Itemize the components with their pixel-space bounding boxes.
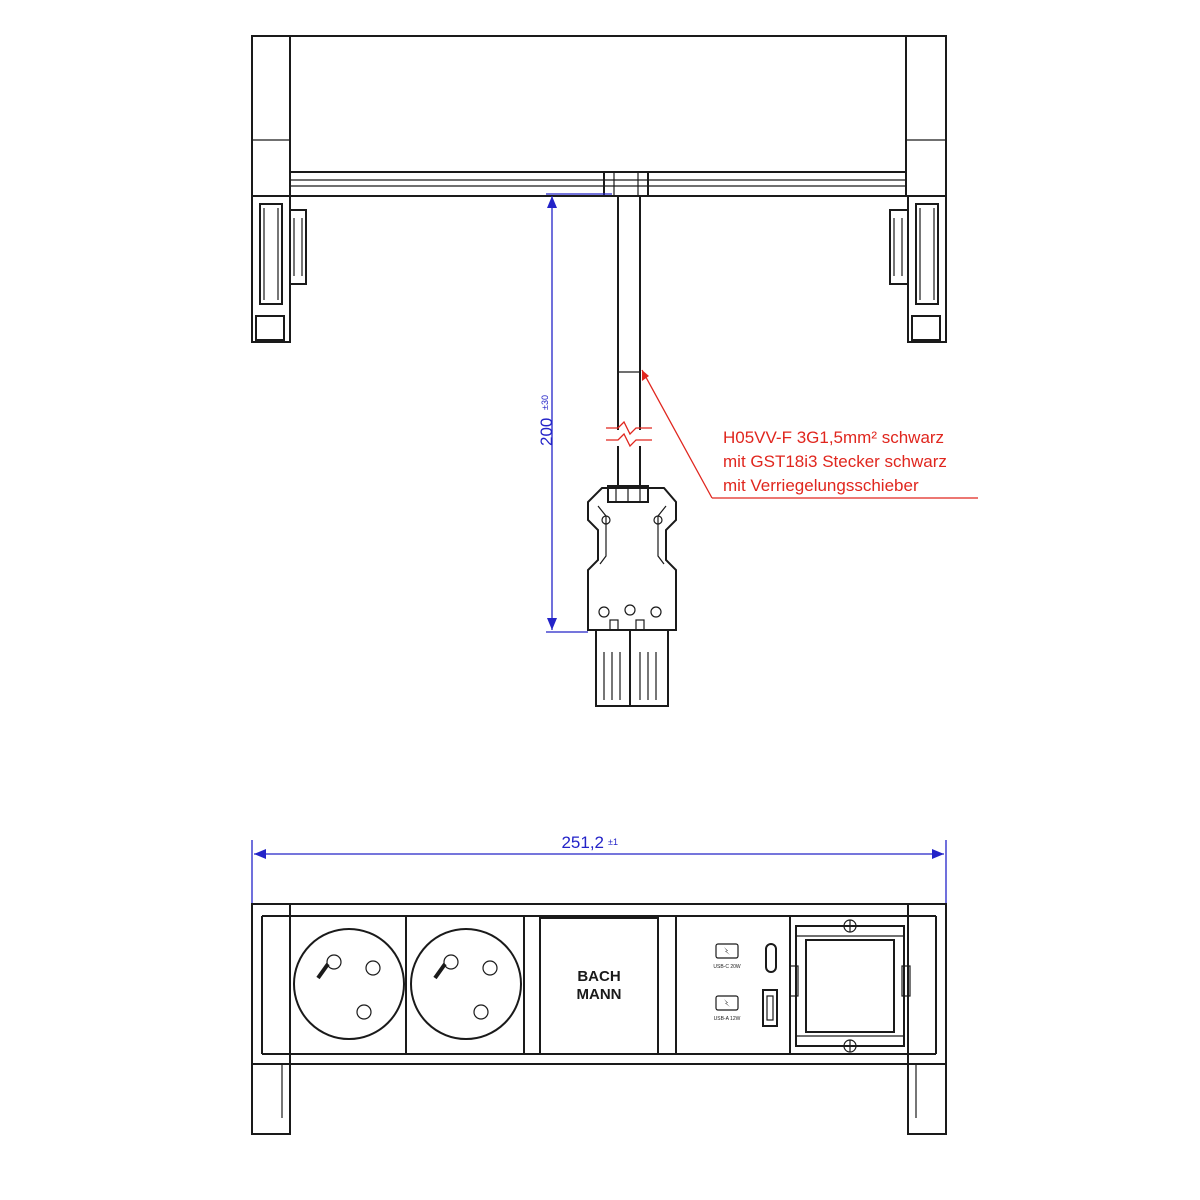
front-view: 251,2 ±1 <box>251 833 947 1135</box>
empty-insert-frame <box>789 919 911 1053</box>
logo-line-2: MANN <box>577 986 622 1003</box>
cable-gland <box>603 171 649 197</box>
usb-c-label: USB-C 20W <box>713 964 741 970</box>
bachmann-logo: BACH MANN <box>577 968 622 1003</box>
left-leg <box>251 1063 291 1135</box>
callout-line-3: mit Verriegelungsschieber <box>723 476 919 495</box>
logo-line-1: BACH <box>577 968 620 985</box>
right-clamp-foot <box>889 195 947 343</box>
overall-width-dimension: 251,2 ±1 <box>251 833 947 904</box>
callout-line-1: H05VV-F 3G1,5mm² schwarz <box>723 428 944 447</box>
top-view: 200 ±30 H05VV-F 3G1,5mm² schwarz mit GST… <box>251 35 978 707</box>
cable-length-dimension: 200 ±30 <box>537 193 612 633</box>
gst18-plug <box>587 485 677 707</box>
cable-length-value: 200 <box>537 418 556 446</box>
usb-a-label: USB-A 12W <box>714 1016 741 1022</box>
right-leg <box>907 1063 947 1135</box>
cable-length-tolerance: ±30 <box>540 395 550 410</box>
socket-1 <box>293 928 405 1040</box>
usb-a-charge-icon <box>715 995 739 1011</box>
usb-c-port <box>765 943 777 973</box>
left-clamp-foot <box>251 195 307 343</box>
power-cable <box>606 196 652 486</box>
front-housing-outline <box>251 903 947 1065</box>
overall-width-value: 251,2 <box>561 833 604 852</box>
callout-line-2: mit GST18i3 Stecker schwarz <box>723 452 947 471</box>
overall-width-tolerance: ±1 <box>608 837 618 847</box>
usb-a-port <box>762 989 778 1027</box>
socket-2 <box>410 928 522 1040</box>
usb-module: USB-C 20W USB-A 12W <box>713 943 778 1027</box>
usb-c-charge-icon <box>715 943 739 959</box>
cable-callout: H05VV-F 3G1,5mm² schwarz mit GST18i3 Ste… <box>641 369 978 499</box>
